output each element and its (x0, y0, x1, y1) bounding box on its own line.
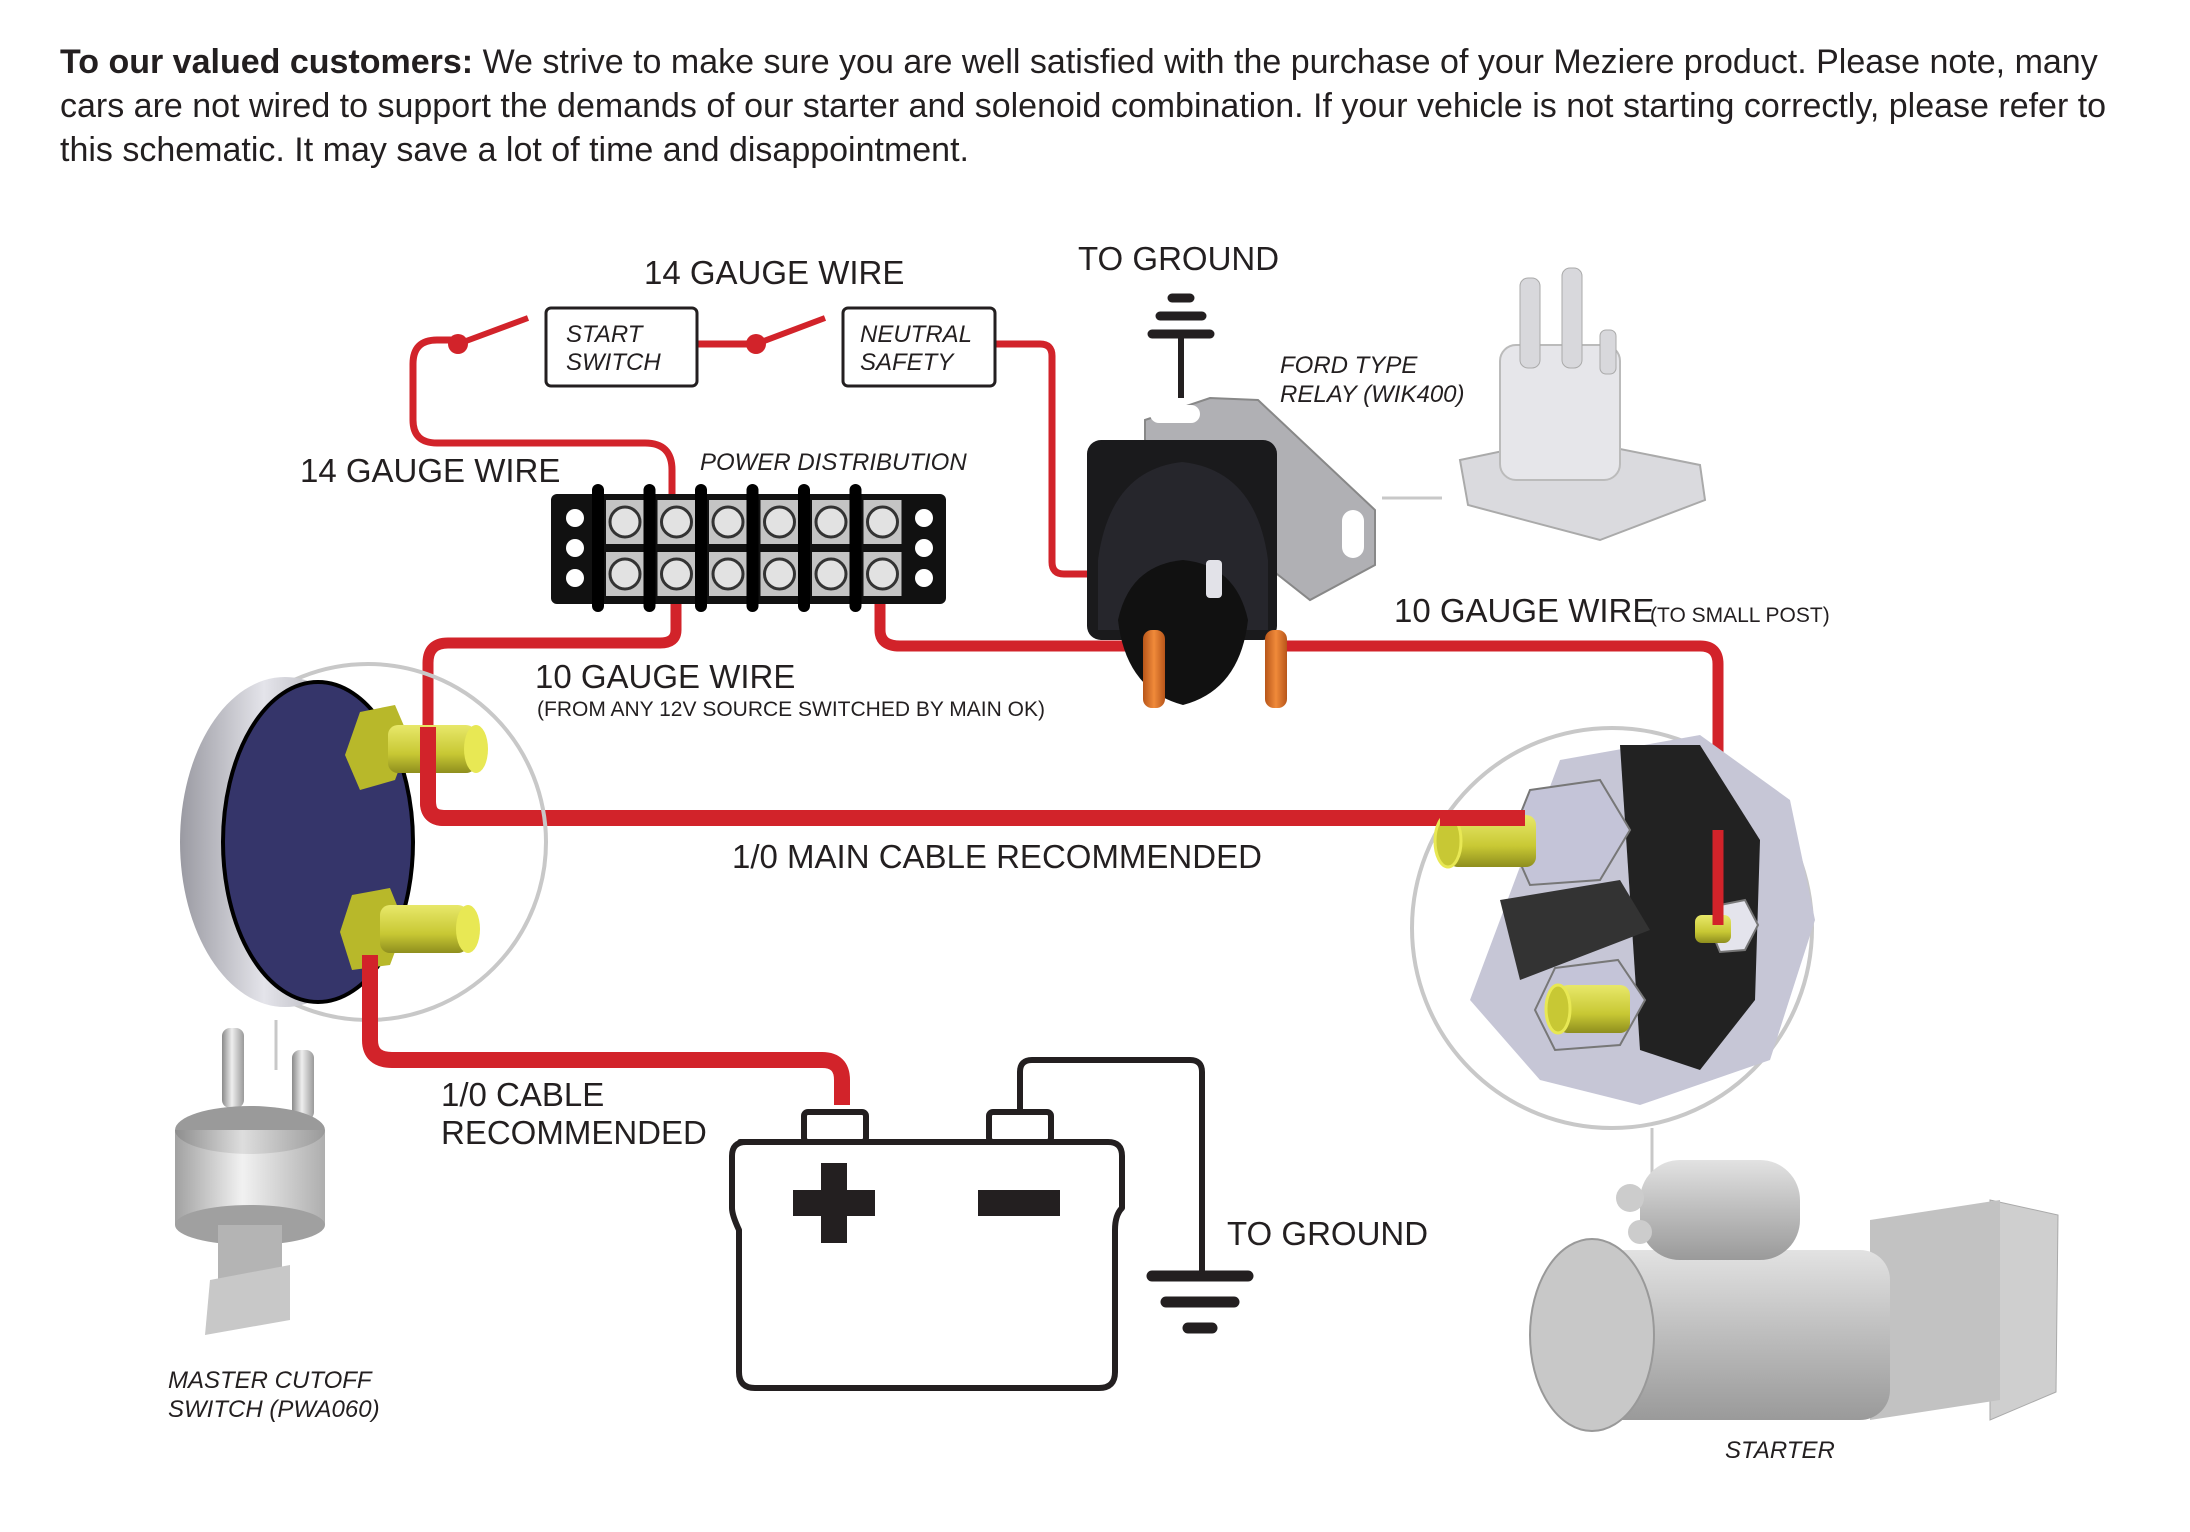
ford-relay-photo (1382, 267, 1707, 542)
relay-post-right (1265, 630, 1287, 708)
terminal-separator (592, 484, 604, 612)
wire-14ga-to-start (409, 336, 676, 522)
battery-plus-icon (793, 1163, 875, 1243)
master-switch-closeup (180, 662, 548, 1070)
battery (729, 1109, 1125, 1391)
switch-contacts (448, 315, 827, 354)
battery-minus-icon (978, 1190, 1060, 1216)
relay-post-left (1143, 630, 1165, 708)
neutral-switch-contact (754, 315, 827, 347)
relay-small-post (1206, 560, 1222, 598)
label-cable-2: RECOMMENDED (441, 1114, 707, 1151)
starter-photo (1529, 1160, 2059, 1432)
start-switch-contact (456, 315, 530, 347)
label-10ga: 10 GAUGE WIRE (535, 658, 795, 695)
label-master-cutoff-2: SWITCH (PWA060) (168, 1396, 380, 1423)
starter-closeup (1410, 726, 1815, 1180)
terminal-screw-top (711, 505, 745, 539)
intro-lead: To our valued customers: (60, 43, 474, 81)
wire-10ga-block-to-relay (874, 603, 1145, 652)
terminal-screw-bottom (711, 557, 745, 591)
start-switch-pivot (448, 334, 468, 354)
terminal-screw-top (608, 505, 642, 539)
wire-10ga-block-to-master (422, 603, 682, 727)
intro-paragraph: To our valued customers: We strive to ma… (60, 40, 2160, 172)
terminal-separator (746, 484, 759, 612)
label-10ga-note: (FROM ANY 12V SOURCE SWITCHED BY MAIN OK… (537, 698, 1045, 721)
ford-relay-diagram (1087, 396, 1376, 708)
label-to-ground-relay: TO GROUND (1078, 240, 1279, 277)
terminal-separator (695, 484, 707, 612)
label-10ga-small-post-note: (TO SMALL POST) (1650, 604, 1830, 627)
wire-14ga-neutral-to-relay (995, 340, 1205, 578)
power-distribution-block (551, 484, 946, 612)
neutral-safety-label-1: NEUTRAL (860, 321, 972, 348)
terminal-screw-bottom (660, 557, 693, 591)
label-ford-relay-2: RELAY (WIK400) (1280, 381, 1465, 408)
terminal-screw-bottom (814, 557, 848, 591)
neutral-switch-pivot (746, 334, 766, 354)
neutral-safety-label-2: SAFETY (860, 349, 955, 376)
label-14ga-left: 14 GAUGE WIRE (300, 452, 560, 489)
master-switch-photo (175, 1028, 325, 1335)
wire-main-cable (420, 777, 1525, 826)
terminal-screw-bottom (866, 557, 899, 591)
ground-symbol-battery (1146, 1270, 1254, 1334)
label-ford-relay-1: FORD TYPE (1280, 352, 1418, 379)
label-to-ground-battery: TO GROUND (1227, 1215, 1428, 1252)
terminal-separator (849, 484, 862, 612)
start-switch-label-2: SWITCH (566, 349, 661, 376)
master-switch-post-bottom (380, 905, 468, 953)
terminal-screw-top (814, 505, 848, 539)
label-10ga-small-post: 10 GAUGE WIRE (1394, 592, 1654, 629)
start-switch-label-1: START (566, 321, 645, 348)
wire-battery-ground (1017, 1057, 1205, 1276)
label-main-cable: 1/0 MAIN CABLE RECOMMENDED (732, 838, 1262, 875)
ground-symbol-relay (1147, 293, 1215, 398)
label-master-cutoff-1: MASTER CUTOFF (168, 1367, 373, 1394)
terminal-screw-top (866, 505, 899, 539)
label-starter: STARTER (1725, 1437, 1835, 1464)
terminal-screw-bottom (763, 557, 796, 591)
label-cable-1: 1/0 CABLE (441, 1076, 604, 1113)
terminal-screw-top (763, 505, 796, 539)
terminal-screw-bottom (608, 557, 642, 591)
intro-body: We strive to make sure you are well sati… (60, 43, 2107, 169)
terminal-screw-top (660, 505, 693, 539)
wire-10ga-relay-to-starter (1285, 640, 1724, 925)
wire-cable-to-battery (362, 955, 850, 1105)
label-14ga-top: 14 GAUGE WIRE (644, 254, 904, 291)
starter-post-main (1448, 815, 1536, 867)
label-power-distribution: POWER DISTRIBUTION (700, 449, 967, 476)
terminal-separator (643, 484, 656, 612)
start-switch-box: START SWITCH (544, 306, 699, 388)
neutral-safety-box: NEUTRAL SAFETY (841, 306, 997, 388)
terminal-separator (798, 484, 810, 612)
